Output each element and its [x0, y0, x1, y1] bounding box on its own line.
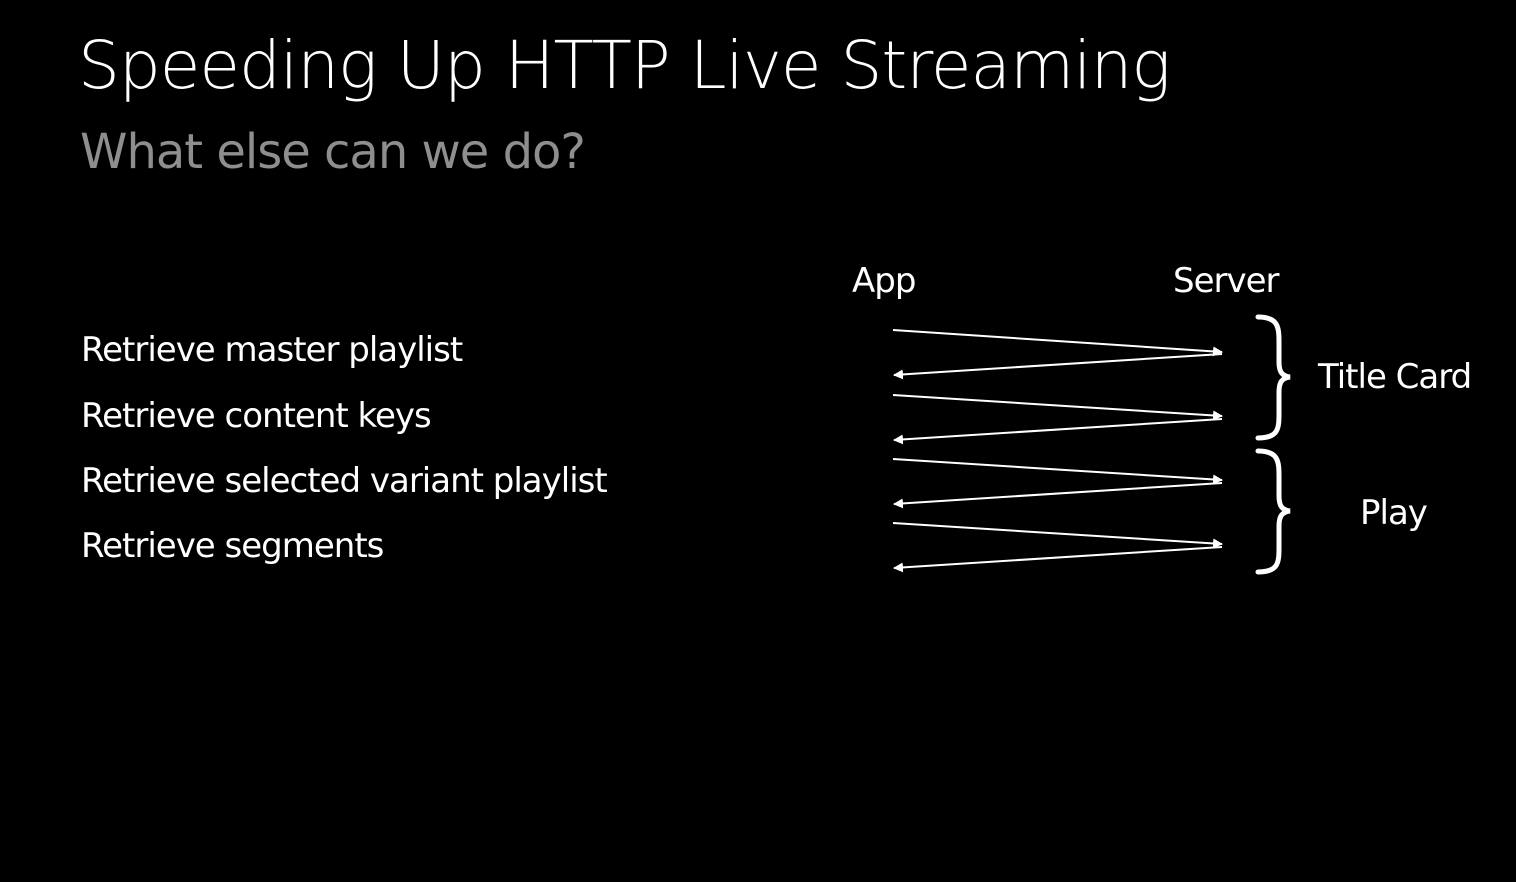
- request-arrow: [892, 329, 1223, 357]
- response-arrow: [893, 482, 1223, 509]
- play-label: Play: [1360, 493, 1428, 533]
- step-label-content-keys: Retrieve content keys: [81, 396, 432, 436]
- response-arrow: [893, 418, 1223, 445]
- request-arrow: [892, 458, 1223, 485]
- step-label-master-playlist: Retrieve master playlist: [81, 330, 463, 370]
- slide-title: Speeding Up HTTP Live Streaming: [78, 27, 1171, 104]
- slide-subtitle: What else can we do?: [80, 124, 586, 180]
- play-brace: [1255, 448, 1291, 575]
- title-card-label: Title Card: [1317, 357, 1471, 397]
- step-label-segments: Retrieve segments: [81, 526, 384, 566]
- app-label: App: [852, 261, 915, 301]
- step-label-variant-playlist: Retrieve selected variant playlist: [81, 461, 608, 501]
- request-arrow: [892, 394, 1223, 421]
- request-arrow: [892, 522, 1223, 549]
- response-arrow: [893, 546, 1223, 573]
- response-arrow: [893, 353, 1223, 380]
- title-card-brace: [1255, 314, 1291, 441]
- server-label: Server: [1173, 261, 1280, 301]
